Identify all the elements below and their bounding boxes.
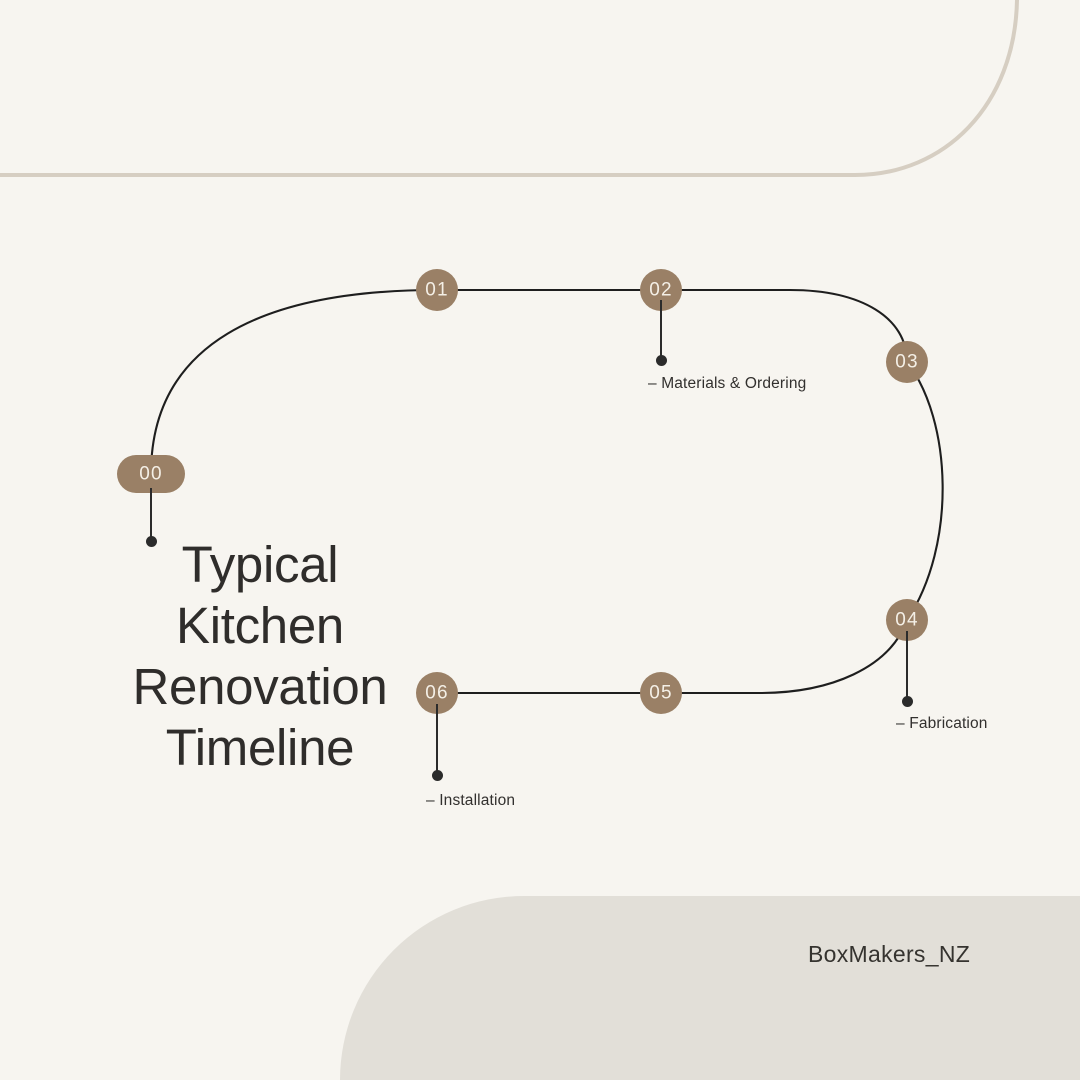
brand-watermark: BoxMakers_NZ [808,941,971,967]
page-title-line-3: Renovation [132,658,388,715]
timeline-node-03-label: 03 [895,351,919,372]
stem-02 [660,300,662,360]
top-right-rounded-corner-line [0,0,1019,177]
timeline-node-00-label: 00 [139,463,163,484]
timeline-node-03[interactable]: 03 [886,341,928,383]
enddot-04 [901,696,913,707]
timeline-node-01-label: 01 [425,279,449,300]
timeline-node-02-label: 02 [649,279,673,300]
bottom-right-rounded-block [340,896,1080,1080]
track-segment-03-04 [905,360,944,622]
timeline-node-05[interactable]: 05 [640,672,682,714]
stem-04 [906,631,908,701]
stem-00 [150,488,152,541]
page-title-line-1: Typical [181,536,339,593]
page-title: Typical Kitchen Renovation Timeline [120,534,400,778]
enddot-00 [145,536,157,547]
timeline-node-06[interactable]: 06 [416,672,458,714]
caption-02-materials-ordering: – Materials & Ordering [648,375,807,392]
timeline-node-06-label: 06 [425,682,449,703]
stem-06 [436,704,438,775]
timeline-node-04-label: 04 [895,609,919,630]
page-title-line-2: Kitchen [175,597,344,654]
enddot-02 [655,355,667,366]
timeline-node-00[interactable]: 00 [117,455,185,493]
timeline-node-05-label: 05 [649,682,673,703]
timeline-node-01[interactable]: 01 [416,269,458,311]
page-title-line-4: Timeline [165,719,355,776]
caption-06-installation: – Installation [426,792,516,809]
track-segment-00-01 [149,288,439,476]
caption-04-fabrication: – Fabrication [896,715,988,732]
enddot-06 [431,770,443,781]
